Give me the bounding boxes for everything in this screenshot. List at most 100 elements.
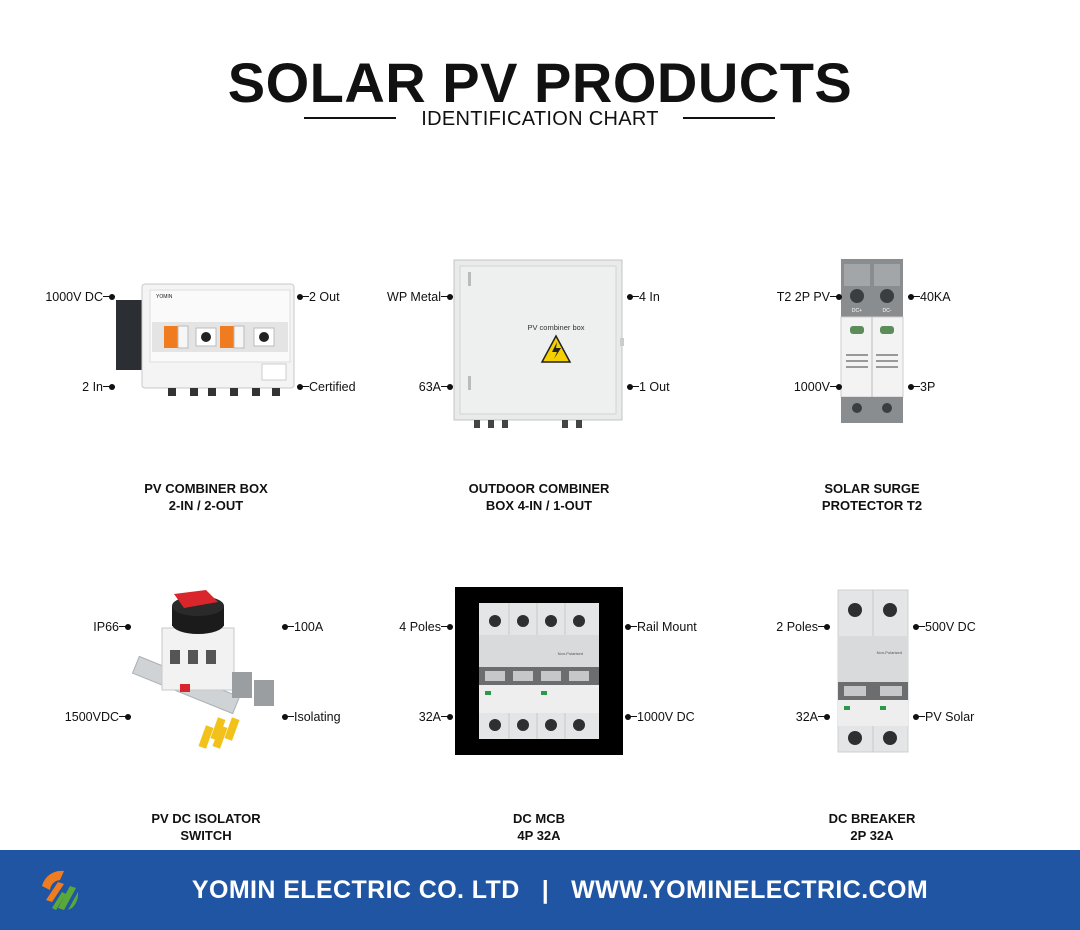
- callout-isolator-top-right: 100A: [282, 619, 323, 634]
- callout-text: 4 In: [639, 289, 660, 304]
- product-caption: PV COMBINER BOX 2-IN / 2-OUT: [76, 480, 336, 514]
- callout-dot-icon: [625, 713, 637, 720]
- pv-combiner-box-image: YOMIN: [116, 283, 295, 396]
- callout-mcb-bottom-right: 1000V DC: [625, 709, 695, 724]
- callout-dot-icon: [103, 293, 115, 300]
- callout-outdoor-top-left: WP Metal: [387, 289, 453, 304]
- product-caption: SOLAR SURGE PROTECTOR T2: [742, 480, 1002, 514]
- callout-dot-icon: [625, 623, 637, 630]
- caption-line-2: SWITCH: [180, 828, 232, 843]
- callout-outdoor-bottom-right: 1 Out: [627, 379, 670, 394]
- callout-text: Certified: [309, 379, 356, 394]
- yomin-logo-icon: [40, 870, 82, 912]
- subtitle-rule-left: [304, 117, 396, 119]
- callout-breaker-bottom-left: 32A: [796, 709, 830, 724]
- callout-dot-icon: [913, 623, 925, 630]
- callout-text: 1000V: [793, 379, 830, 394]
- callout-surge-bottom-left: 1000V: [794, 379, 842, 394]
- callout-dot-icon: [818, 713, 830, 720]
- callout-text: 40KA: [920, 289, 951, 304]
- callout-text: T2 2P PV: [776, 289, 830, 304]
- footer-bar: YOMIN ELECTRIC CO. LTD | WWW.YOMINELECTRIC…: [0, 850, 1080, 930]
- dc-isolator-switch-image: [131, 590, 274, 749]
- callout-text: 32A: [418, 709, 441, 724]
- callout-dot-icon: [627, 383, 639, 390]
- callout-dot-icon: [908, 293, 920, 300]
- callout-text: 2 In: [82, 379, 103, 394]
- callout-text: 1500VDC: [64, 709, 119, 724]
- callout-text: 1000V DC: [637, 709, 695, 724]
- caption-line-1: DC BREAKER: [828, 811, 916, 826]
- callout-isolator-bottom-right: Isolating: [282, 709, 341, 724]
- callout-text: 2 Out: [309, 289, 340, 304]
- caption-line-2: BOX 4-IN / 1-OUT: [485, 498, 593, 513]
- callout-text: 100A: [294, 619, 324, 634]
- caption-line-2: 2P 32A: [850, 828, 894, 843]
- caption-line-2: PROTECTOR T2: [821, 498, 923, 513]
- callout-dot-icon: [830, 383, 842, 390]
- device-brand-text: YOMIN: [156, 294, 173, 300]
- device-text: Non-Polarised: [877, 650, 902, 655]
- callout-dot-icon: [441, 383, 453, 390]
- caption-line-1: PV COMBINER BOX: [144, 481, 268, 496]
- callout-combiner-bottom-right: Certified: [297, 379, 356, 394]
- callout-breaker-bottom-right: PV Solar: [913, 709, 974, 724]
- callout-breaker-top-right: 500V DC: [913, 619, 976, 634]
- product-caption: DC MCB 4P 32A: [409, 810, 669, 844]
- callout-combiner-top-right: 2 Out: [297, 289, 340, 304]
- callout-dot-icon: [282, 713, 294, 720]
- callout-dot-icon: [441, 623, 453, 630]
- callout-dot-icon: [297, 293, 309, 300]
- page-title: SOLAR PV PRODUCTS: [227, 51, 853, 114]
- callout-text: 2 Poles: [776, 619, 818, 634]
- callout-text: 32A: [795, 709, 818, 724]
- surge-protector-image: DC+ DC-: [840, 259, 904, 423]
- callout-text: WP Metal: [387, 289, 441, 304]
- website-link[interactable]: WWW.YOMINELECTRIC.COM: [571, 876, 929, 904]
- callout-text: 3P: [920, 379, 936, 394]
- callout-combiner-top-left: 1000V DC: [45, 289, 115, 304]
- subtitle-rule-right: [683, 117, 775, 119]
- callout-text: 1000V DC: [45, 289, 103, 304]
- callout-surge-top-right: 40KA: [908, 289, 951, 304]
- terminal-label: DC+: [852, 308, 862, 314]
- callout-mcb-top-right: Rail Mount: [625, 619, 697, 634]
- caption-line-2: 4P 32A: [517, 828, 561, 843]
- callout-dot-icon: [818, 623, 830, 630]
- device-label-text: PV combiner box: [527, 323, 584, 332]
- caption-line-1: DC MCB: [513, 811, 565, 826]
- callout-dot-icon: [908, 383, 920, 390]
- terminal-label: DC-: [883, 308, 892, 314]
- callout-dot-icon: [627, 293, 639, 300]
- footer-separator: |: [541, 876, 550, 904]
- device-text: Non-Polarised: [558, 651, 583, 656]
- caption-line-1: OUTDOOR COMBINER: [468, 481, 610, 496]
- callout-dot-icon: [441, 713, 453, 720]
- callout-dot-icon: [441, 293, 453, 300]
- dc-mcb-4p-image: Non-Polarised: [455, 587, 623, 755]
- callout-text: 500V DC: [925, 619, 976, 634]
- callout-outdoor-bottom-left: 63A: [419, 379, 453, 394]
- callout-dot-icon: [913, 713, 925, 720]
- callout-surge-bottom-right: 3P: [908, 379, 935, 394]
- callout-dot-icon: [830, 293, 842, 300]
- dc-breaker-2p-image: Non-Polarised: [837, 589, 909, 753]
- callout-dot-icon: [119, 623, 131, 630]
- callout-dot-icon: [297, 383, 309, 390]
- caption-line-2: 2-IN / 2-OUT: [168, 498, 244, 513]
- callout-surge-top-left: T2 2P PV: [777, 289, 842, 304]
- callout-text: 4 Poles: [399, 619, 441, 634]
- product-caption: PV DC ISOLATOR SWITCH: [76, 810, 336, 844]
- product-caption: DC BREAKER 2P 32A: [742, 810, 1002, 844]
- company-name: YOMIN ELECTRIC CO. LTD: [191, 876, 520, 904]
- callout-dot-icon: [103, 383, 115, 390]
- caption-line-1: SOLAR SURGE: [824, 481, 920, 496]
- callout-combiner-bottom-left: 2 In: [82, 379, 115, 394]
- outdoor-combiner-box-image: PV combiner box: [453, 259, 624, 428]
- callout-dot-icon: [119, 713, 131, 720]
- callout-text: Rail Mount: [637, 619, 697, 634]
- callout-text: Isolating: [294, 709, 341, 724]
- subtitle-row: IDENTIFICATION CHART: [0, 108, 1080, 132]
- page-subtitle: IDENTIFICATION CHART: [421, 108, 659, 130]
- callout-text: IP66: [93, 619, 119, 634]
